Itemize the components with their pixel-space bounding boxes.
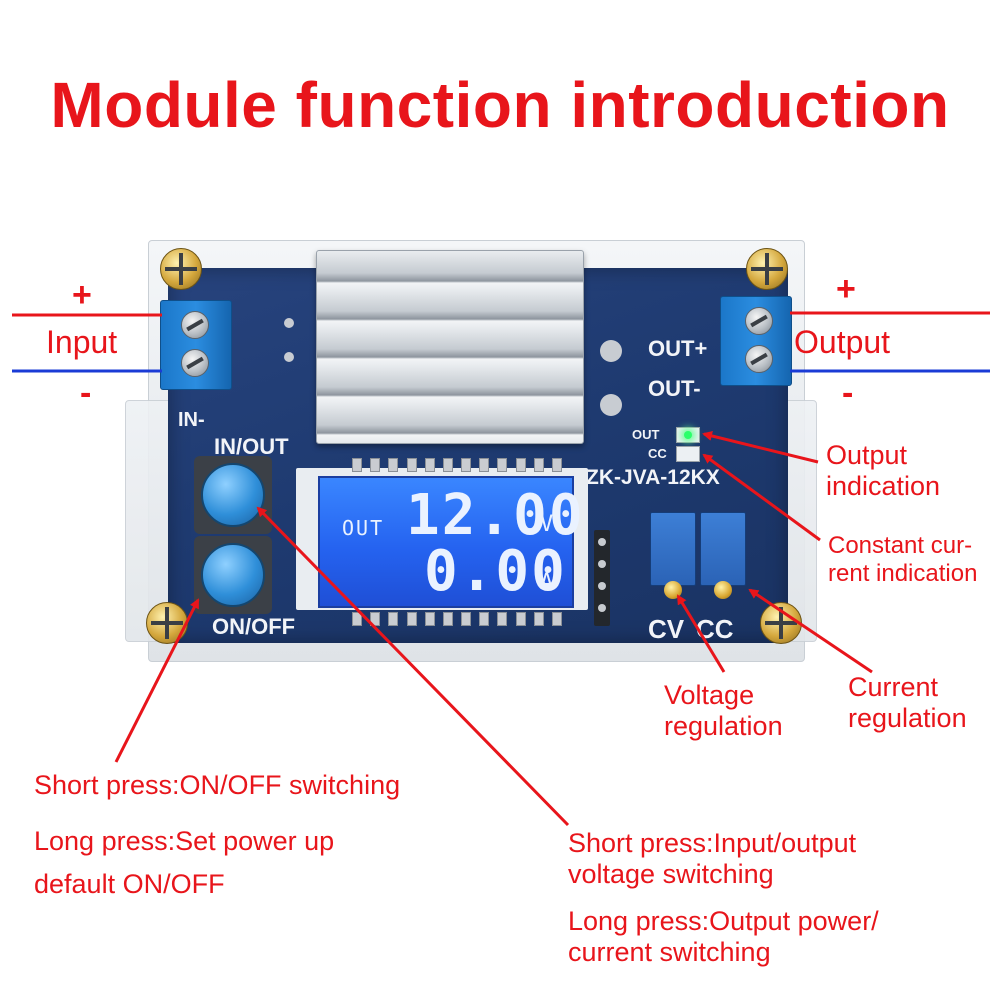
lcd-voltage-value: 12.00 <box>406 483 585 548</box>
heatsink <box>316 250 584 444</box>
lcd-mode-label: OUT <box>342 516 385 540</box>
input-label: Input <box>46 324 118 360</box>
corner-screw-icon <box>146 602 188 644</box>
onoff-short-press-text: Short press:ON/OFF switching <box>34 770 401 800</box>
page-title: Module function introduction <box>50 69 950 141</box>
corner-screw-icon <box>760 602 802 644</box>
arrow-onoff-button <box>114 598 200 763</box>
arrow-cc-indication <box>702 453 821 542</box>
silk-cv: CV <box>648 614 685 644</box>
on-off-button[interactable] <box>194 536 272 614</box>
terminal-screw-icon <box>745 345 773 373</box>
lcd-pins-top <box>352 458 562 472</box>
arrow-inout-button <box>256 506 570 827</box>
input-minus-sign: - <box>80 374 92 412</box>
lcd-current-unit: A <box>540 570 556 595</box>
inout-long-press-text: Long press:Output power/ current switchi… <box>568 906 879 968</box>
terminal-screw-icon <box>181 349 209 377</box>
output-terminal-block[interactable] <box>720 296 792 386</box>
button-cap-icon <box>201 543 265 607</box>
arrow-voltage-regulation <box>676 594 726 673</box>
pcb-hole <box>284 352 294 362</box>
silk-on-off: ON/OFF <box>212 614 296 639</box>
silk-out-minus: OUT- <box>648 376 701 401</box>
button-cap-icon <box>201 463 265 527</box>
terminal-screw-icon <box>181 311 209 339</box>
cc-potentiometer[interactable] <box>700 512 746 599</box>
output-minus-sign: - <box>842 374 854 412</box>
terminal-screw-icon <box>745 307 773 335</box>
output-indication-label: Output indication <box>826 440 941 502</box>
output-led-icon <box>676 427 700 443</box>
silk-in-minus: IN- <box>178 409 205 431</box>
lcd-current-value: 0.00 <box>424 539 567 604</box>
silk-in-out: IN/OUT <box>214 434 289 459</box>
pot-screw-icon <box>714 581 732 599</box>
corner-screw-icon <box>746 248 788 290</box>
arrow-current-regulation <box>748 588 873 674</box>
cc-led-icon <box>676 446 700 462</box>
corner-screw-icon <box>160 248 202 290</box>
arrow-output-indication <box>702 431 819 464</box>
voltage-regulation-label: Voltage regulation <box>664 680 783 742</box>
inout-short-press-text: Short press:Input/output voltage switchi… <box>568 828 857 890</box>
pcb-hole <box>600 394 622 416</box>
constant-current-label: Constant cur- rent indication <box>828 532 978 587</box>
pcb-hole <box>284 318 294 328</box>
cv-potentiometer[interactable] <box>650 512 696 599</box>
silk-cc-led: CC <box>648 446 667 461</box>
silk-out-plus: OUT+ <box>648 336 708 361</box>
lcd-pins-bottom <box>352 612 562 626</box>
silk-model: ZK-JVA-12KX <box>586 466 720 489</box>
input-terminal-block[interactable] <box>160 300 232 390</box>
output-label: Output <box>794 324 891 360</box>
silk-out-led: OUT <box>632 427 660 442</box>
lcd-display: OUT 12.00 V 0.00 A <box>318 476 583 608</box>
in-out-button[interactable] <box>194 456 272 534</box>
header-pins <box>594 530 610 626</box>
current-regulation-label: Current regulation <box>848 672 967 734</box>
lcd-voltage-unit: V <box>540 512 556 537</box>
onoff-long-press-text: Long press:Set power up default ON/OFF <box>34 826 335 900</box>
pcb-hole <box>600 340 622 362</box>
input-plus-sign: + <box>72 276 92 314</box>
output-plus-sign: + <box>836 270 856 308</box>
